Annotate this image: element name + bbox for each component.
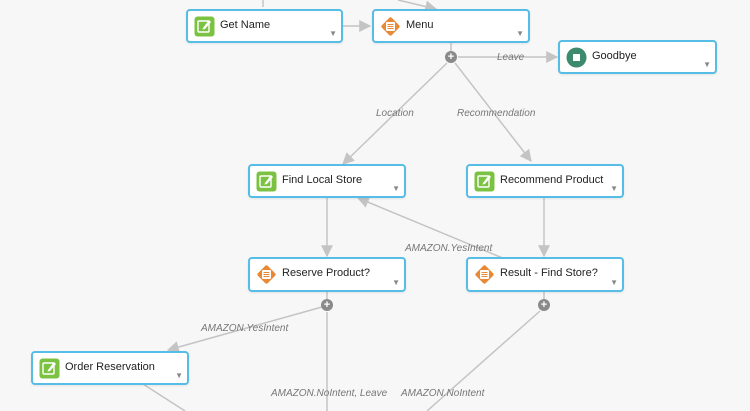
chevron-down-icon[interactable]: ▼ — [392, 278, 400, 287]
edge-location — [342, 62, 448, 165]
node-get-name[interactable]: Get Name ▼ — [186, 9, 343, 43]
edge-label-recommendation: Recommendation — [457, 108, 536, 119]
node-find-local-store[interactable]: Find Local Store ▼ — [248, 164, 406, 198]
node-result-find-store[interactable]: Result - Find Store? ▼ — [466, 257, 624, 292]
menu-icon — [257, 265, 276, 284]
node-label: Goodbye — [592, 50, 637, 62]
chevron-down-icon[interactable]: ▼ — [610, 184, 618, 193]
node-goodbye[interactable]: Goodbye ▼ — [558, 40, 717, 74]
edit-icon — [474, 171, 495, 192]
edge-label-amazon-no: AMAZON.NoIntent — [401, 388, 485, 399]
edit-icon — [39, 358, 60, 379]
edge-order-out — [142, 383, 186, 411]
chevron-down-icon[interactable]: ▼ — [175, 371, 183, 380]
chevron-down-icon[interactable]: ▼ — [392, 184, 400, 193]
node-label: Order Reservation — [65, 361, 155, 373]
node-label: Result - Find Store? — [500, 267, 598, 279]
edge-label-amazon-yes-2: AMAZON.YesIntent — [201, 323, 289, 334]
edge-label-location: Location — [376, 108, 414, 119]
add-branch-icon[interactable]: + — [445, 51, 457, 63]
edge-result-find — [356, 196, 506, 260]
edge-recommendation — [454, 62, 532, 162]
edge-label-amazon-yes-1: AMAZON.YesIntent — [405, 243, 493, 254]
node-recommend-product[interactable]: Recommend Product ▼ — [466, 164, 624, 198]
edge-amazon-yes — [166, 306, 323, 353]
edge-amazon-no — [426, 310, 541, 411]
chevron-down-icon[interactable]: ▼ — [703, 60, 711, 69]
menu-icon — [381, 17, 400, 36]
chevron-down-icon[interactable]: ▼ — [329, 29, 337, 38]
edge-label-leave: Leave — [497, 52, 525, 63]
node-label: Recommend Product — [500, 174, 604, 186]
node-label: Reserve Product? — [282, 267, 371, 279]
stop-icon — [566, 47, 587, 68]
edit-icon — [194, 16, 215, 37]
node-menu[interactable]: Menu ▼ — [372, 9, 530, 43]
menu-icon — [475, 265, 494, 284]
node-reserve-product[interactable]: Reserve Product? ▼ — [248, 257, 406, 292]
chevron-down-icon[interactable]: ▼ — [516, 29, 524, 38]
edge-label-amazon-no-leave: AMAZON.NoIntent, Leave — [271, 388, 388, 399]
edge-into-menu — [397, 0, 438, 13]
chevron-down-icon[interactable]: ▼ — [610, 278, 618, 287]
node-order-reservation[interactable]: Order Reservation ▼ — [31, 351, 189, 385]
edit-icon — [256, 171, 277, 192]
node-label: Get Name — [220, 19, 271, 31]
node-label: Find Local Store — [282, 174, 363, 186]
node-label: Menu — [406, 19, 434, 31]
add-branch-icon[interactable]: + — [321, 299, 333, 311]
add-branch-icon[interactable]: + — [538, 299, 550, 311]
